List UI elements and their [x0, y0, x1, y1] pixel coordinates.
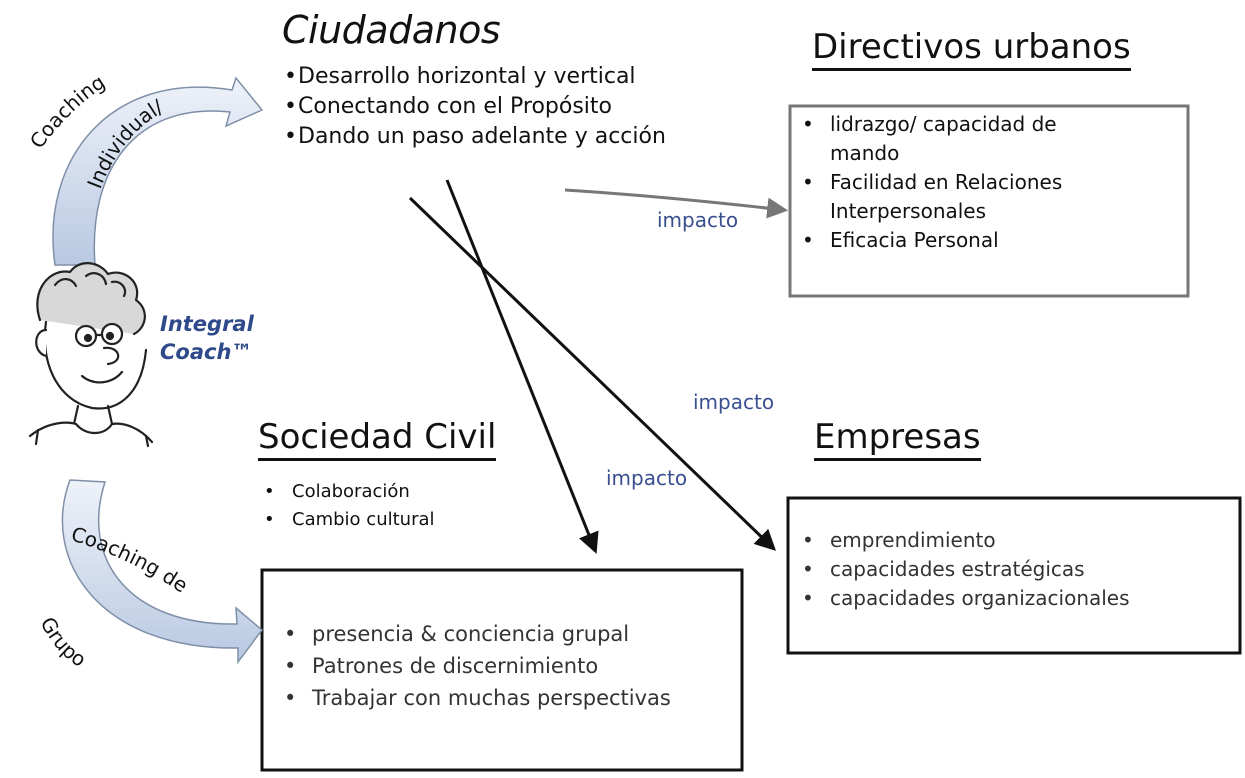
list-item: Colaboración	[258, 478, 435, 506]
integral-coach-line2: Coach™	[160, 340, 253, 364]
list-item: capacidades estratégicas	[796, 555, 1130, 584]
impact-label-directivos: impacto	[657, 208, 739, 232]
list-item: capacidades organizacionales	[796, 584, 1130, 613]
coaching-grupo-arrow	[61, 479, 264, 665]
empresas-box-list: emprendimiento capacidades estratégicas …	[796, 526, 1130, 613]
coach-figure-icon	[28, 262, 154, 448]
sociedad-civil-box-list: presencia & conciencia grupal Patrones d…	[278, 618, 671, 714]
list-item: Trabajar con muchas perspectivas	[278, 682, 671, 714]
list-item: presencia & conciencia grupal	[278, 618, 671, 650]
list-item: Conectando con el Propósito	[284, 92, 666, 122]
directivos-box	[788, 104, 1190, 298]
list-item-continuation: Interpersonales	[830, 199, 987, 223]
arrow-to-empresas	[408, 196, 777, 551]
integral-coach-line1: Integral	[160, 312, 254, 336]
list-item: lidrazgo/ capacidad de	[796, 110, 1062, 139]
grupo-label: Grupo	[36, 613, 91, 672]
list-item-continuation: mando	[830, 141, 900, 165]
directivos-list: lidrazgo/ capacidad de mando Facilidad e…	[796, 110, 1062, 255]
list-item: Desarrollo horizontal y vertical	[284, 62, 666, 92]
integral-coach-label: Integral Coach™	[160, 310, 254, 366]
impact-label-empresas: impacto	[693, 390, 775, 414]
ciudadanos-title: Ciudadanos	[282, 8, 501, 52]
list-item: Patrones de discernimiento	[278, 650, 671, 682]
list-item: Cambio cultural	[258, 506, 435, 534]
impact-label-sociedad: impacto	[606, 466, 688, 490]
empresas-title: Empresas	[814, 419, 981, 461]
arrow-to-directivos	[564, 188, 789, 219]
list-item: emprendimiento	[796, 526, 1130, 555]
arrow-to-sociedad	[445, 179, 599, 554]
ciudadanos-list: Desarrollo horizontal y vertical Conecta…	[284, 62, 666, 152]
sociedad-civil-list: Colaboración Cambio cultural	[258, 478, 435, 534]
coaching-individual-arrow	[52, 76, 264, 266]
list-item: Dando un paso adelante y acción	[284, 122, 666, 152]
sociedad-civil-title: Sociedad Civil	[258, 419, 497, 461]
list-item: Facilidad en Relaciones	[796, 168, 1062, 197]
sociedad-box	[260, 568, 744, 772]
directivos-title: Directivos urbanos	[812, 29, 1131, 71]
empresas-box	[786, 496, 1242, 655]
list-item: Eficacia Personal	[796, 226, 1062, 255]
